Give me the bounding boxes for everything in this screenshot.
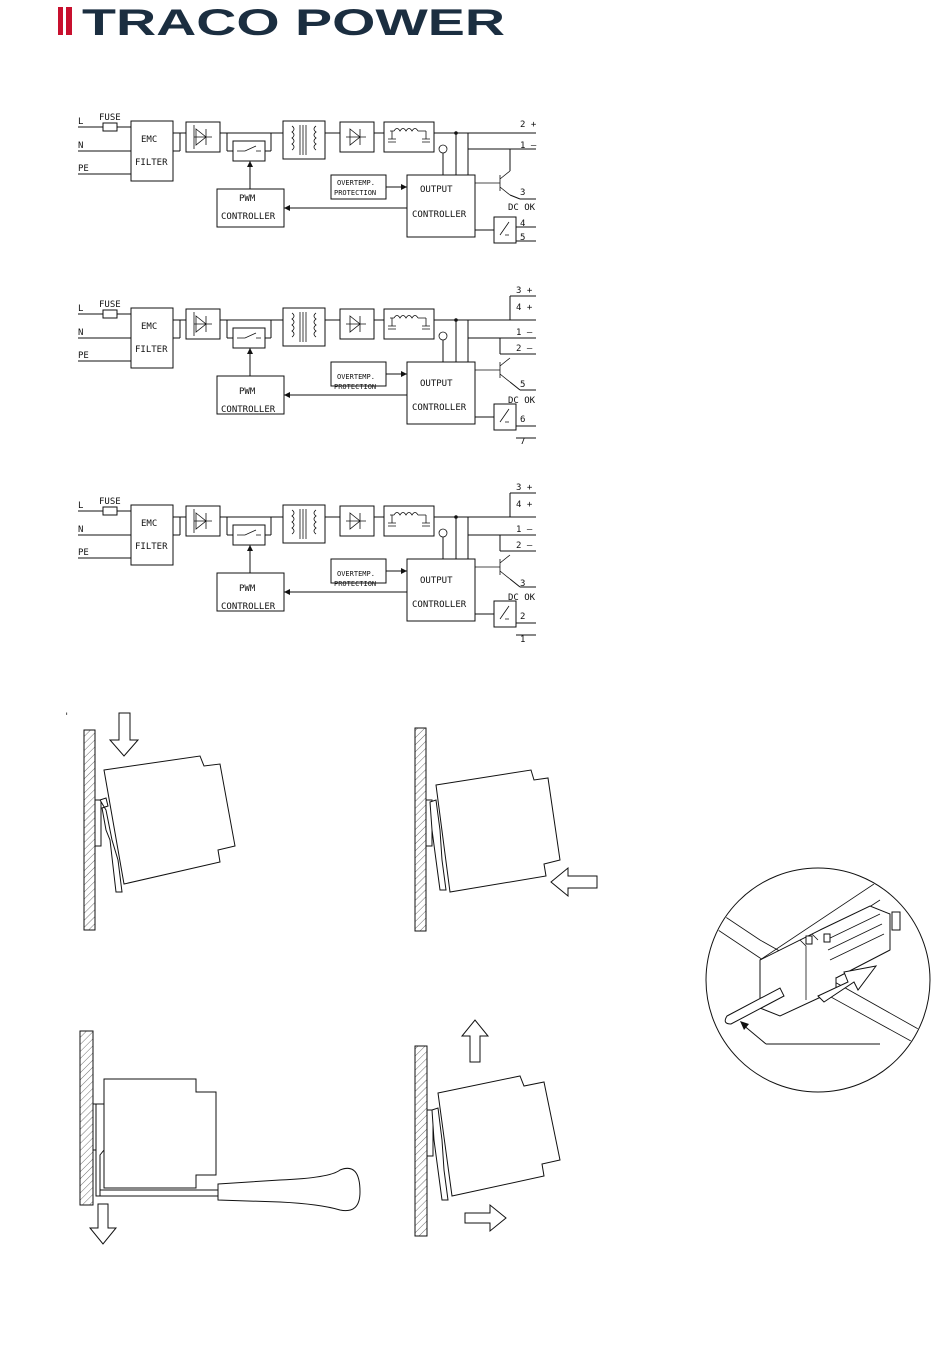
pin-3: 3 (520, 188, 525, 198)
mount-step-release (79, 1030, 361, 1245)
pin-1: 3 + (516, 286, 533, 296)
power-supply-unit (435, 769, 561, 893)
input-label-l: L (78, 304, 83, 314)
logo-bar-left (58, 7, 63, 35)
output-label: OUTPUT (420, 185, 453, 195)
pwm-controller-label: CONTROLLER (221, 212, 276, 222)
input-label-pe: PE (78, 164, 89, 174)
up-arrow-icon (460, 1019, 490, 1063)
block-diagram-3: L N PE FUSE EMC FILTER PWM CONTROLLER OV… (77, 483, 536, 645)
overtemp-label: OVERTEMP. (337, 373, 375, 381)
down-arrow-icon (88, 1203, 118, 1245)
wall (79, 1030, 94, 1206)
rail-clip (431, 1107, 449, 1201)
right-arrow-icon (464, 1203, 507, 1233)
mount-step-push-in (414, 727, 598, 932)
output-label: OUTPUT (420, 576, 453, 586)
dc-ok-label: DC OK (508, 593, 536, 603)
input-label-n: N (78, 328, 83, 338)
filter-label: FILTER (135, 345, 168, 355)
pin-5: 5 (520, 233, 525, 243)
pin-2: 4 + (516, 303, 533, 313)
rail-clip-detail (705, 867, 931, 1093)
overtemp-label: OVERTEMP. (337, 179, 375, 187)
diagonal-arrow-icon (817, 965, 878, 1003)
power-supply-unit (103, 755, 236, 885)
pin-1: 3 + (516, 483, 533, 493)
pwm-label: PWM (239, 194, 256, 204)
logo-bar-right (66, 7, 72, 35)
pwm-controller-label: CONTROLLER (221, 405, 276, 415)
pin-7: 7 (520, 437, 525, 447)
pin-7: 1 (520, 635, 525, 645)
fuse-label: FUSE (99, 113, 121, 123)
protection-label: PROTECTION (334, 383, 376, 391)
din-rail (94, 799, 102, 847)
left-arrow-icon (550, 866, 598, 898)
rail-clip (429, 799, 447, 891)
pwm-controller-label: CONTROLLER (221, 602, 276, 612)
pin-5: 3 (520, 579, 525, 589)
dc-ok-label: DC OK (508, 396, 536, 406)
input-label-l: L (78, 117, 83, 127)
power-supply-unit (103, 1078, 217, 1189)
pin-3: 1 – (516, 328, 533, 338)
pwm-label: PWM (239, 584, 256, 594)
screwdriver-icon (99, 1167, 361, 1212)
traco-power-logo: TRACO POWER (58, 4, 505, 40)
input-label-l: L (78, 501, 83, 511)
input-label-n: N (78, 141, 83, 151)
rail-clip (95, 1103, 105, 1197)
stray-mark: ' (64, 712, 69, 722)
pin-3: 1 – (516, 525, 533, 535)
emc-label: EMC (141, 519, 157, 529)
pin-2: 1 – (520, 141, 537, 151)
mount-step-remove (414, 1019, 561, 1237)
down-arrow-icon (108, 712, 140, 757)
power-supply-unit (437, 1075, 561, 1197)
overtemp-label: OVERTEMP. (337, 570, 375, 578)
input-label-n: N (78, 525, 83, 535)
block-diagram-2: L N PE FUSE EMC FILTER PWM CONTROLLER OV… (77, 286, 536, 447)
output-controller-label: CONTROLLER (412, 600, 467, 610)
pin-6: 6 (520, 415, 525, 425)
fuse-label: FUSE (99, 497, 121, 507)
protection-label: PROTECTION (334, 189, 376, 197)
fuse-label: FUSE (99, 300, 121, 310)
wall (414, 727, 427, 932)
pin-4: 4 (520, 219, 525, 229)
block-diagram-1: L N PE FUSE EMC FILTER PWM CONTROLLER OV… (77, 113, 537, 244)
pin-5: 5 (520, 380, 525, 390)
logo-text: TRACO POWER (82, 4, 505, 40)
protection-label: PROTECTION (334, 580, 376, 588)
pin-2: 4 + (516, 500, 533, 510)
pin-6: 2 (520, 612, 525, 622)
din-rail (426, 1109, 434, 1157)
wall (414, 1045, 428, 1237)
emc-label: EMC (141, 135, 157, 145)
filter-label: FILTER (135, 158, 168, 168)
pin-4: 2 – (516, 344, 533, 354)
dc-ok-label: DC OK (508, 203, 536, 213)
mount-step-push-down (83, 712, 236, 931)
input-label-pe: PE (78, 548, 89, 558)
input-label-pe: PE (78, 351, 89, 361)
output-controller-label: CONTROLLER (412, 210, 467, 220)
pin-1: 2 + (520, 120, 537, 130)
emc-label: EMC (141, 322, 157, 332)
output-label: OUTPUT (420, 379, 453, 389)
pin-4: 2 – (516, 541, 533, 551)
pwm-label: PWM (239, 387, 256, 397)
filter-label: FILTER (135, 542, 168, 552)
rail-clip (99, 797, 123, 893)
output-controller-label: CONTROLLER (412, 403, 467, 413)
wall (83, 729, 96, 931)
